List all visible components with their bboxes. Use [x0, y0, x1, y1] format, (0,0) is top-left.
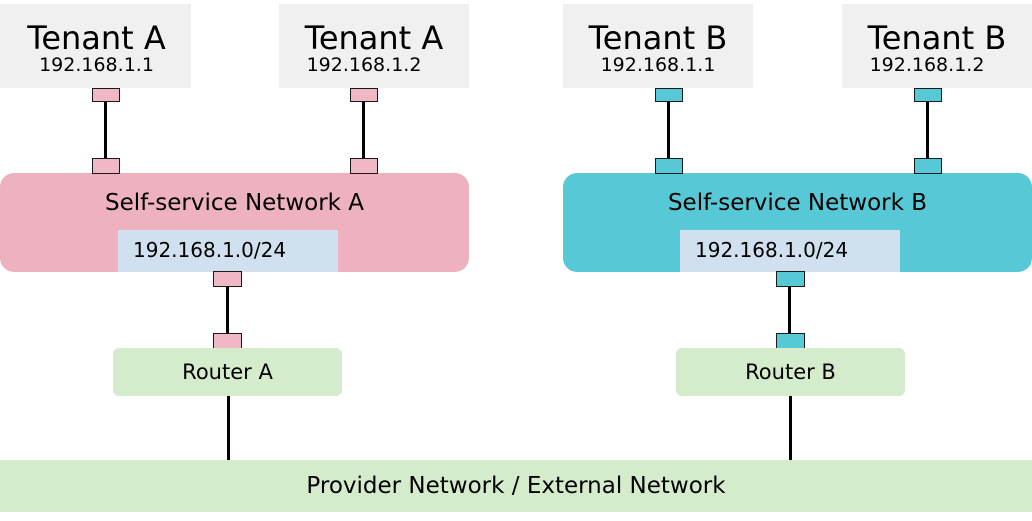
- link-router-b-provider: [789, 396, 792, 460]
- link-tenant-b2-network-b: [926, 100, 929, 160]
- port-tenant-b1: [655, 88, 683, 102]
- subnet-box: 192.168.1.0/24: [680, 230, 900, 272]
- provider-network[interactable]: Provider Network / External Network: [0, 460, 1032, 512]
- network-label: Self-service Network A: [104, 190, 365, 216]
- port-tenant-a1: [92, 88, 120, 102]
- port-router-a: [213, 333, 242, 349]
- port-network-b-left: [655, 158, 683, 174]
- subnet-label: 192.168.1.0/24: [133, 238, 287, 262]
- tenant-ip: 192.168.1.2: [306, 54, 422, 76]
- link-tenant-b1-network-b: [667, 100, 670, 160]
- tenant-ip: 192.168.1.1: [39, 54, 154, 76]
- router-label: Router B: [745, 360, 836, 384]
- link-tenant-a1-network-a: [104, 100, 107, 160]
- port-tenant-b2: [914, 88, 942, 102]
- tenant-name: Tenant A: [304, 19, 444, 57]
- port-network-b-right: [914, 158, 942, 174]
- link-network-a-router-a: [226, 286, 229, 334]
- subnet-box: 192.168.1.0/24: [118, 230, 338, 272]
- tenant-box-b2[interactable]: Tenant B 192.168.1.2: [842, 4, 1032, 88]
- self-service-network-a[interactable]: Self-service Network A 192.168.1.0/24: [0, 173, 469, 272]
- tenant-box-a1[interactable]: Tenant A 192.168.1.1: [0, 4, 191, 88]
- link-tenant-a2-network-a: [362, 100, 365, 160]
- tenant-box-a2[interactable]: Tenant A 192.168.1.2: [279, 4, 469, 88]
- tenant-name: Tenant B: [867, 19, 1007, 57]
- tenant-name: Tenant B: [588, 19, 728, 57]
- provider-network-label: Provider Network / External Network: [306, 473, 726, 499]
- self-service-network-b[interactable]: Self-service Network B 192.168.1.0/24: [563, 173, 1032, 272]
- port-network-a-left: [92, 158, 120, 174]
- tenant-ip: 192.168.1.2: [869, 54, 985, 76]
- link-router-a-provider: [227, 396, 230, 460]
- port-network-b-bottom: [776, 271, 805, 287]
- tenant-ip: 192.168.1.1: [600, 54, 716, 76]
- subnet-label: 192.168.1.0/24: [695, 238, 849, 262]
- link-network-b-router-b: [788, 286, 791, 334]
- router-a[interactable]: Router A: [113, 348, 342, 396]
- tenant-box-b1[interactable]: Tenant B 192.168.1.1: [563, 4, 753, 88]
- port-network-a-right: [350, 158, 378, 174]
- port-router-b: [776, 333, 805, 349]
- tenant-name: Tenant A: [27, 19, 166, 57]
- router-label: Router A: [182, 360, 273, 384]
- router-b[interactable]: Router B: [676, 348, 905, 396]
- network-label: Self-service Network B: [667, 190, 928, 216]
- port-tenant-a2: [350, 88, 378, 102]
- port-network-a-bottom: [213, 271, 242, 287]
